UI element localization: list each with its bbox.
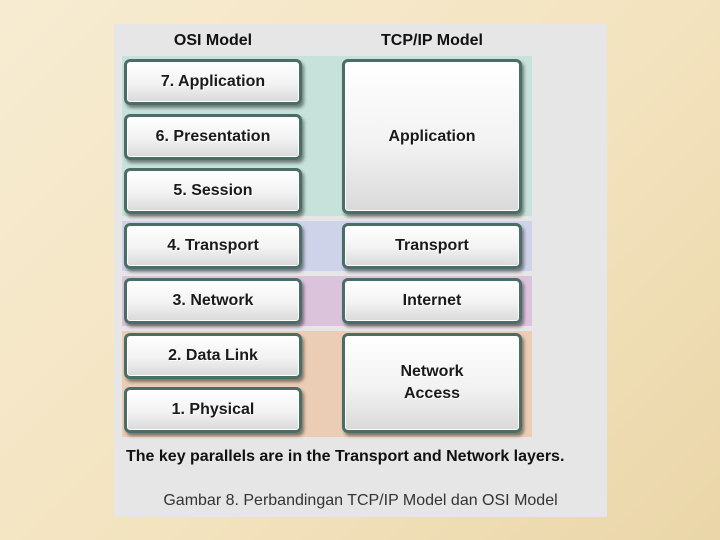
network-access-line-2: Access [403, 385, 461, 402]
osi-model-header: OSI Model [173, 32, 253, 49]
osi-layer-data-link: 2. Data Link [124, 333, 302, 379]
diagram-panel: OSI Model TCP/IP Model 7. Application 6.… [114, 24, 607, 517]
osi-layer-network: 3. Network [124, 278, 302, 324]
figure-caption: Gambar 8. Perbandingan TCP/IP Model dan … [163, 492, 558, 509]
osi-layer-application: 7. Application [124, 59, 302, 105]
tcpip-model-header: TCP/IP Model [381, 32, 483, 49]
osi-layer-physical: 1. Physical [124, 387, 302, 433]
network-access-line-1: Network [400, 363, 464, 380]
tcpip-layer-internet: Internet [342, 278, 522, 324]
osi-layer-transport: 4. Transport [124, 223, 302, 269]
tcpip-layer-network-access: Network Access [342, 333, 522, 433]
tcpip-layer-application: Application [342, 59, 522, 214]
osi-layer-presentation: 6. Presentation [124, 114, 302, 160]
osi-layer-session: 5. Session [124, 168, 302, 214]
key-parallels-note: The key parallels are in the Transport a… [126, 448, 565, 465]
tcpip-layer-transport: Transport [342, 223, 522, 269]
